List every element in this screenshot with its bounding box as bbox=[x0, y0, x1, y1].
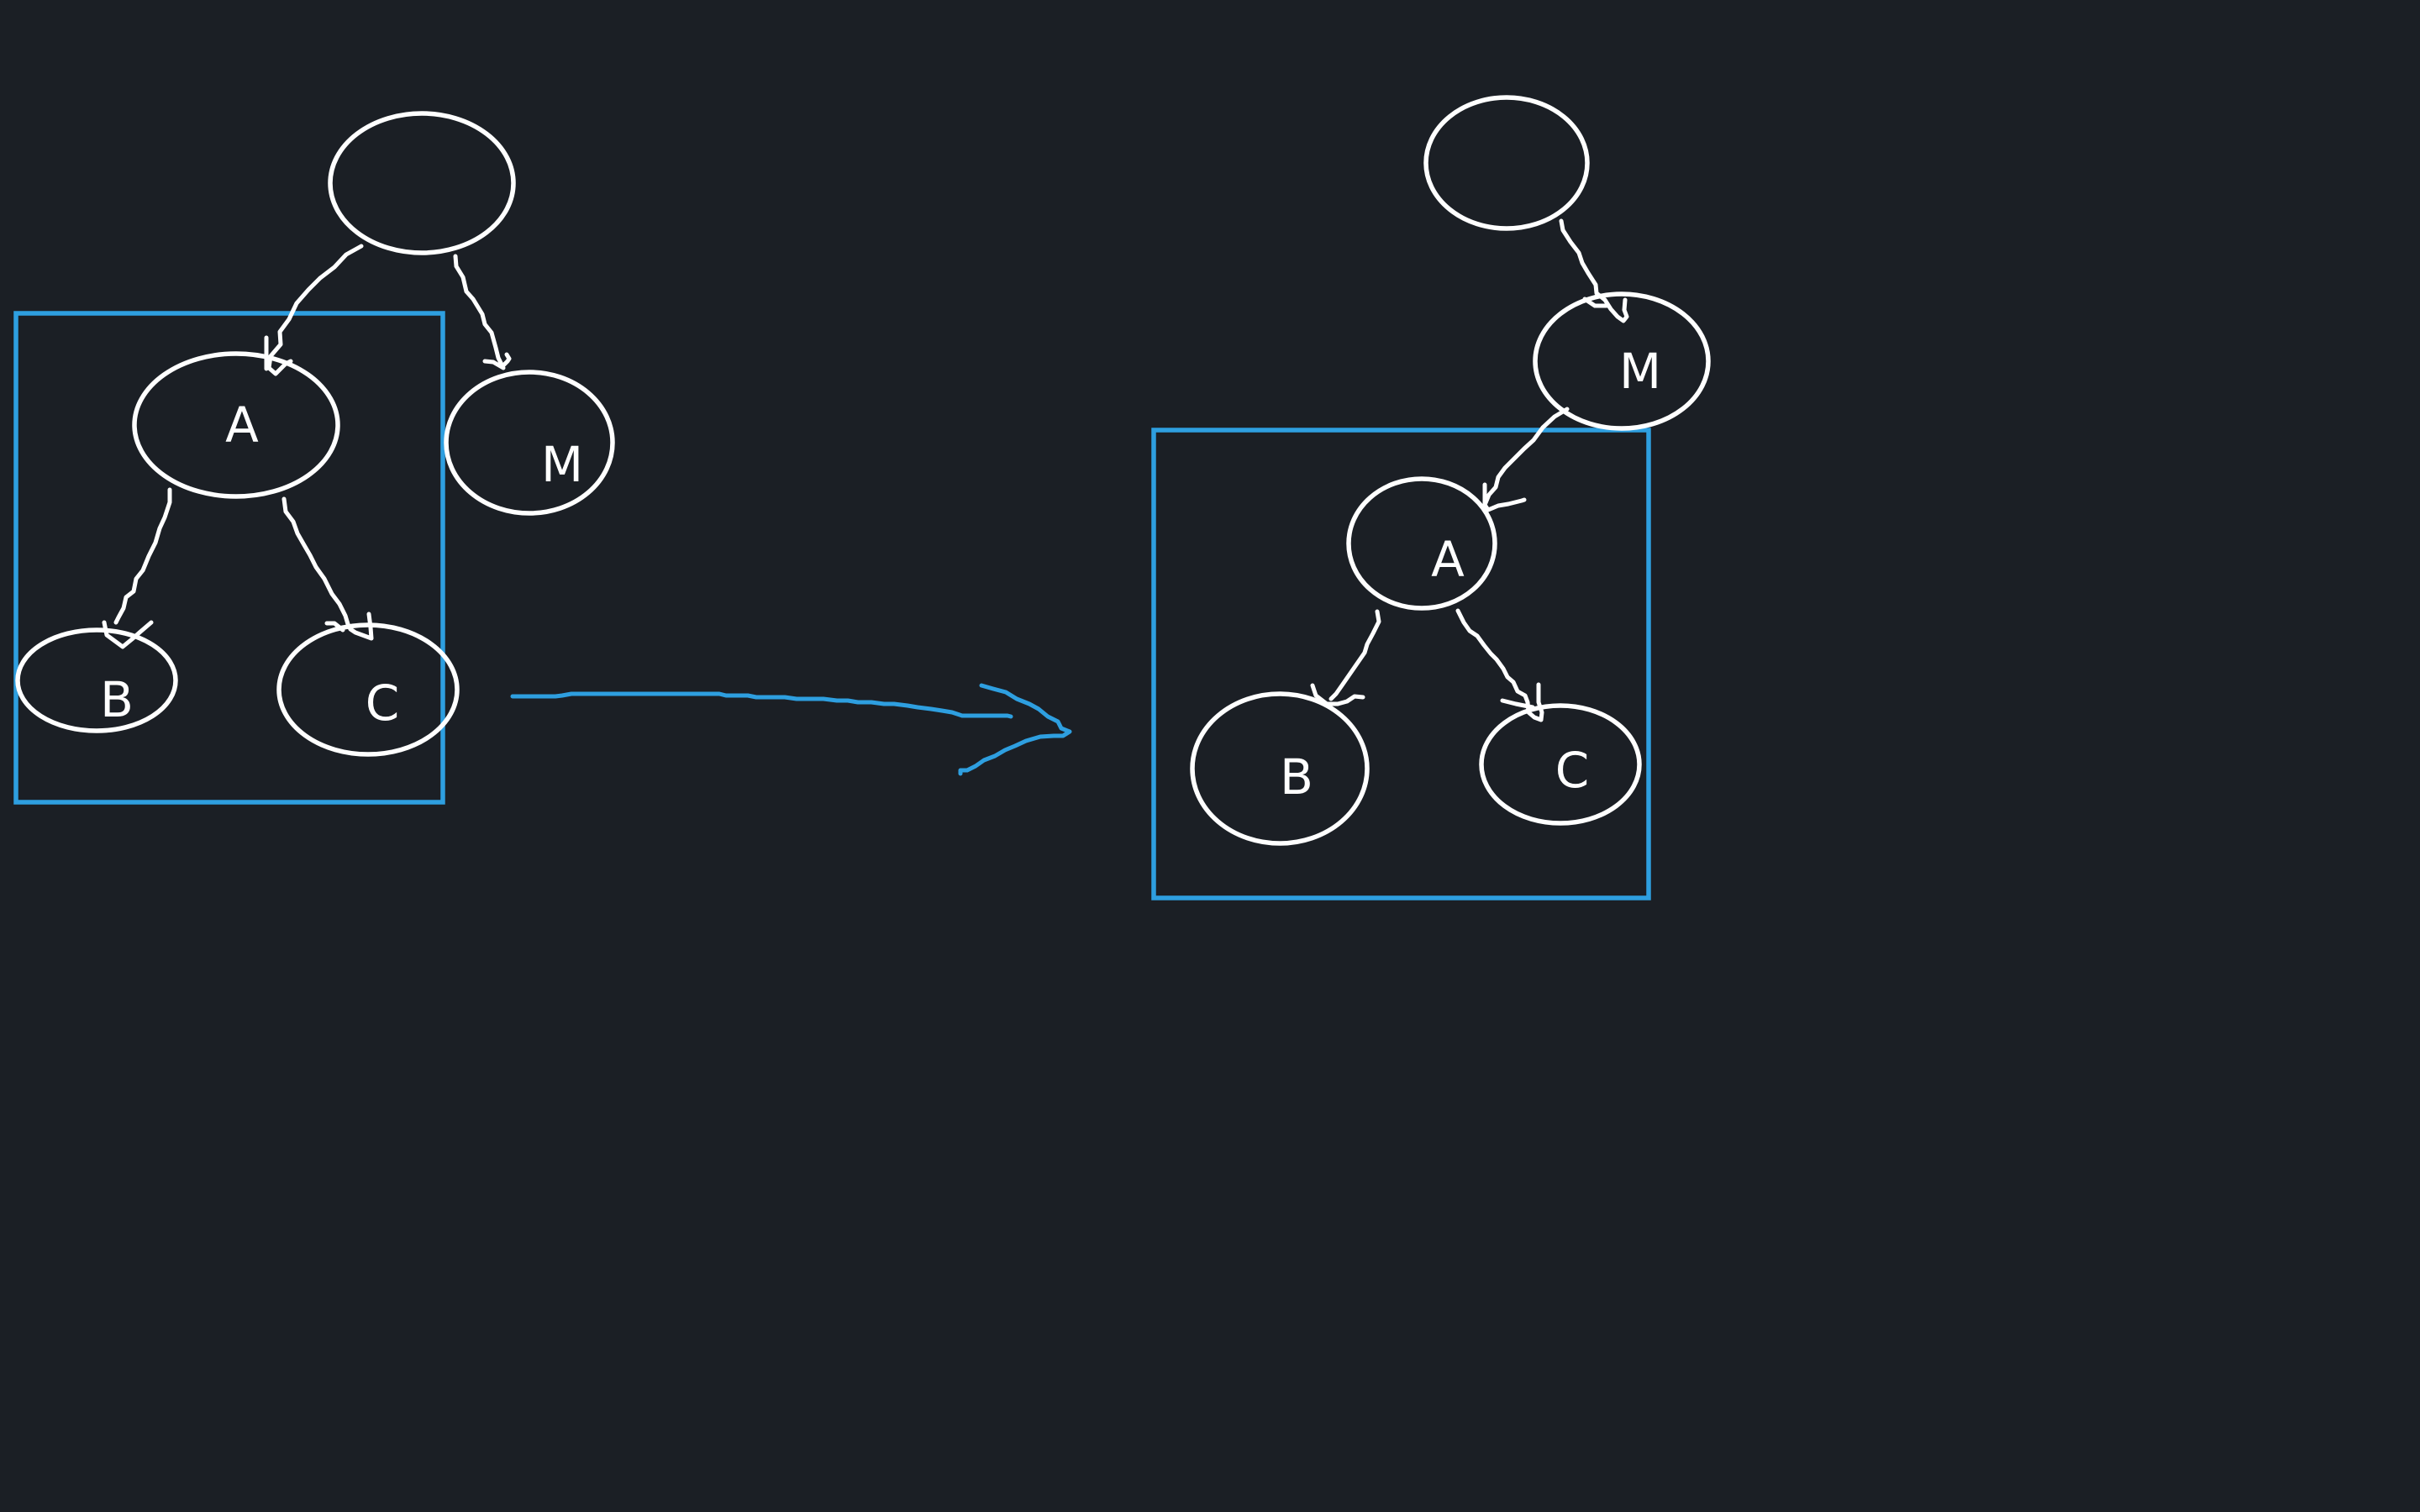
node-a-before bbox=[132, 351, 340, 499]
edge-root-to-m-after bbox=[1559, 218, 1629, 323]
tree-before: A M B C bbox=[13, 111, 615, 805]
arrow-shaft bbox=[510, 691, 1013, 719]
node-a-after-label: A bbox=[1431, 531, 1465, 588]
node-m-before-label: M bbox=[541, 436, 583, 493]
edge-a-to-c-before bbox=[281, 496, 374, 641]
root-node-after bbox=[1423, 95, 1590, 231]
arrow-head bbox=[958, 683, 1072, 776]
subtree-highlight-box-before bbox=[13, 311, 445, 805]
node-c-before-label: C bbox=[366, 675, 400, 732]
node-b-after-label: B bbox=[1280, 748, 1313, 806]
node-b-after bbox=[1190, 691, 1370, 846]
edge-a-to-c-after bbox=[1455, 608, 1544, 722]
node-c-after bbox=[1479, 703, 1642, 826]
edge-root-to-m-before bbox=[453, 254, 512, 370]
edge-root-to-a-before bbox=[266, 244, 364, 376]
edge-m-to-a-after bbox=[1482, 407, 1570, 512]
edge-a-to-b-before bbox=[102, 487, 172, 649]
subtree-highlight-box-after bbox=[1151, 428, 1651, 900]
node-m-before bbox=[444, 370, 615, 516]
node-c-before bbox=[276, 622, 460, 757]
node-a-after bbox=[1346, 476, 1497, 611]
node-b-before-label: B bbox=[100, 671, 134, 728]
node-b-before bbox=[15, 627, 178, 733]
root-node-before bbox=[328, 111, 516, 255]
transform-arrow bbox=[510, 683, 1072, 776]
node-m-after bbox=[1533, 291, 1711, 431]
node-a-before-label: A bbox=[225, 396, 259, 454]
node-c-after-label: C bbox=[1555, 742, 1590, 799]
edge-a-to-b-after bbox=[1310, 609, 1381, 706]
tree-after: M A B C bbox=[1151, 95, 1711, 900]
node-m-after-label: M bbox=[1619, 343, 1661, 400]
